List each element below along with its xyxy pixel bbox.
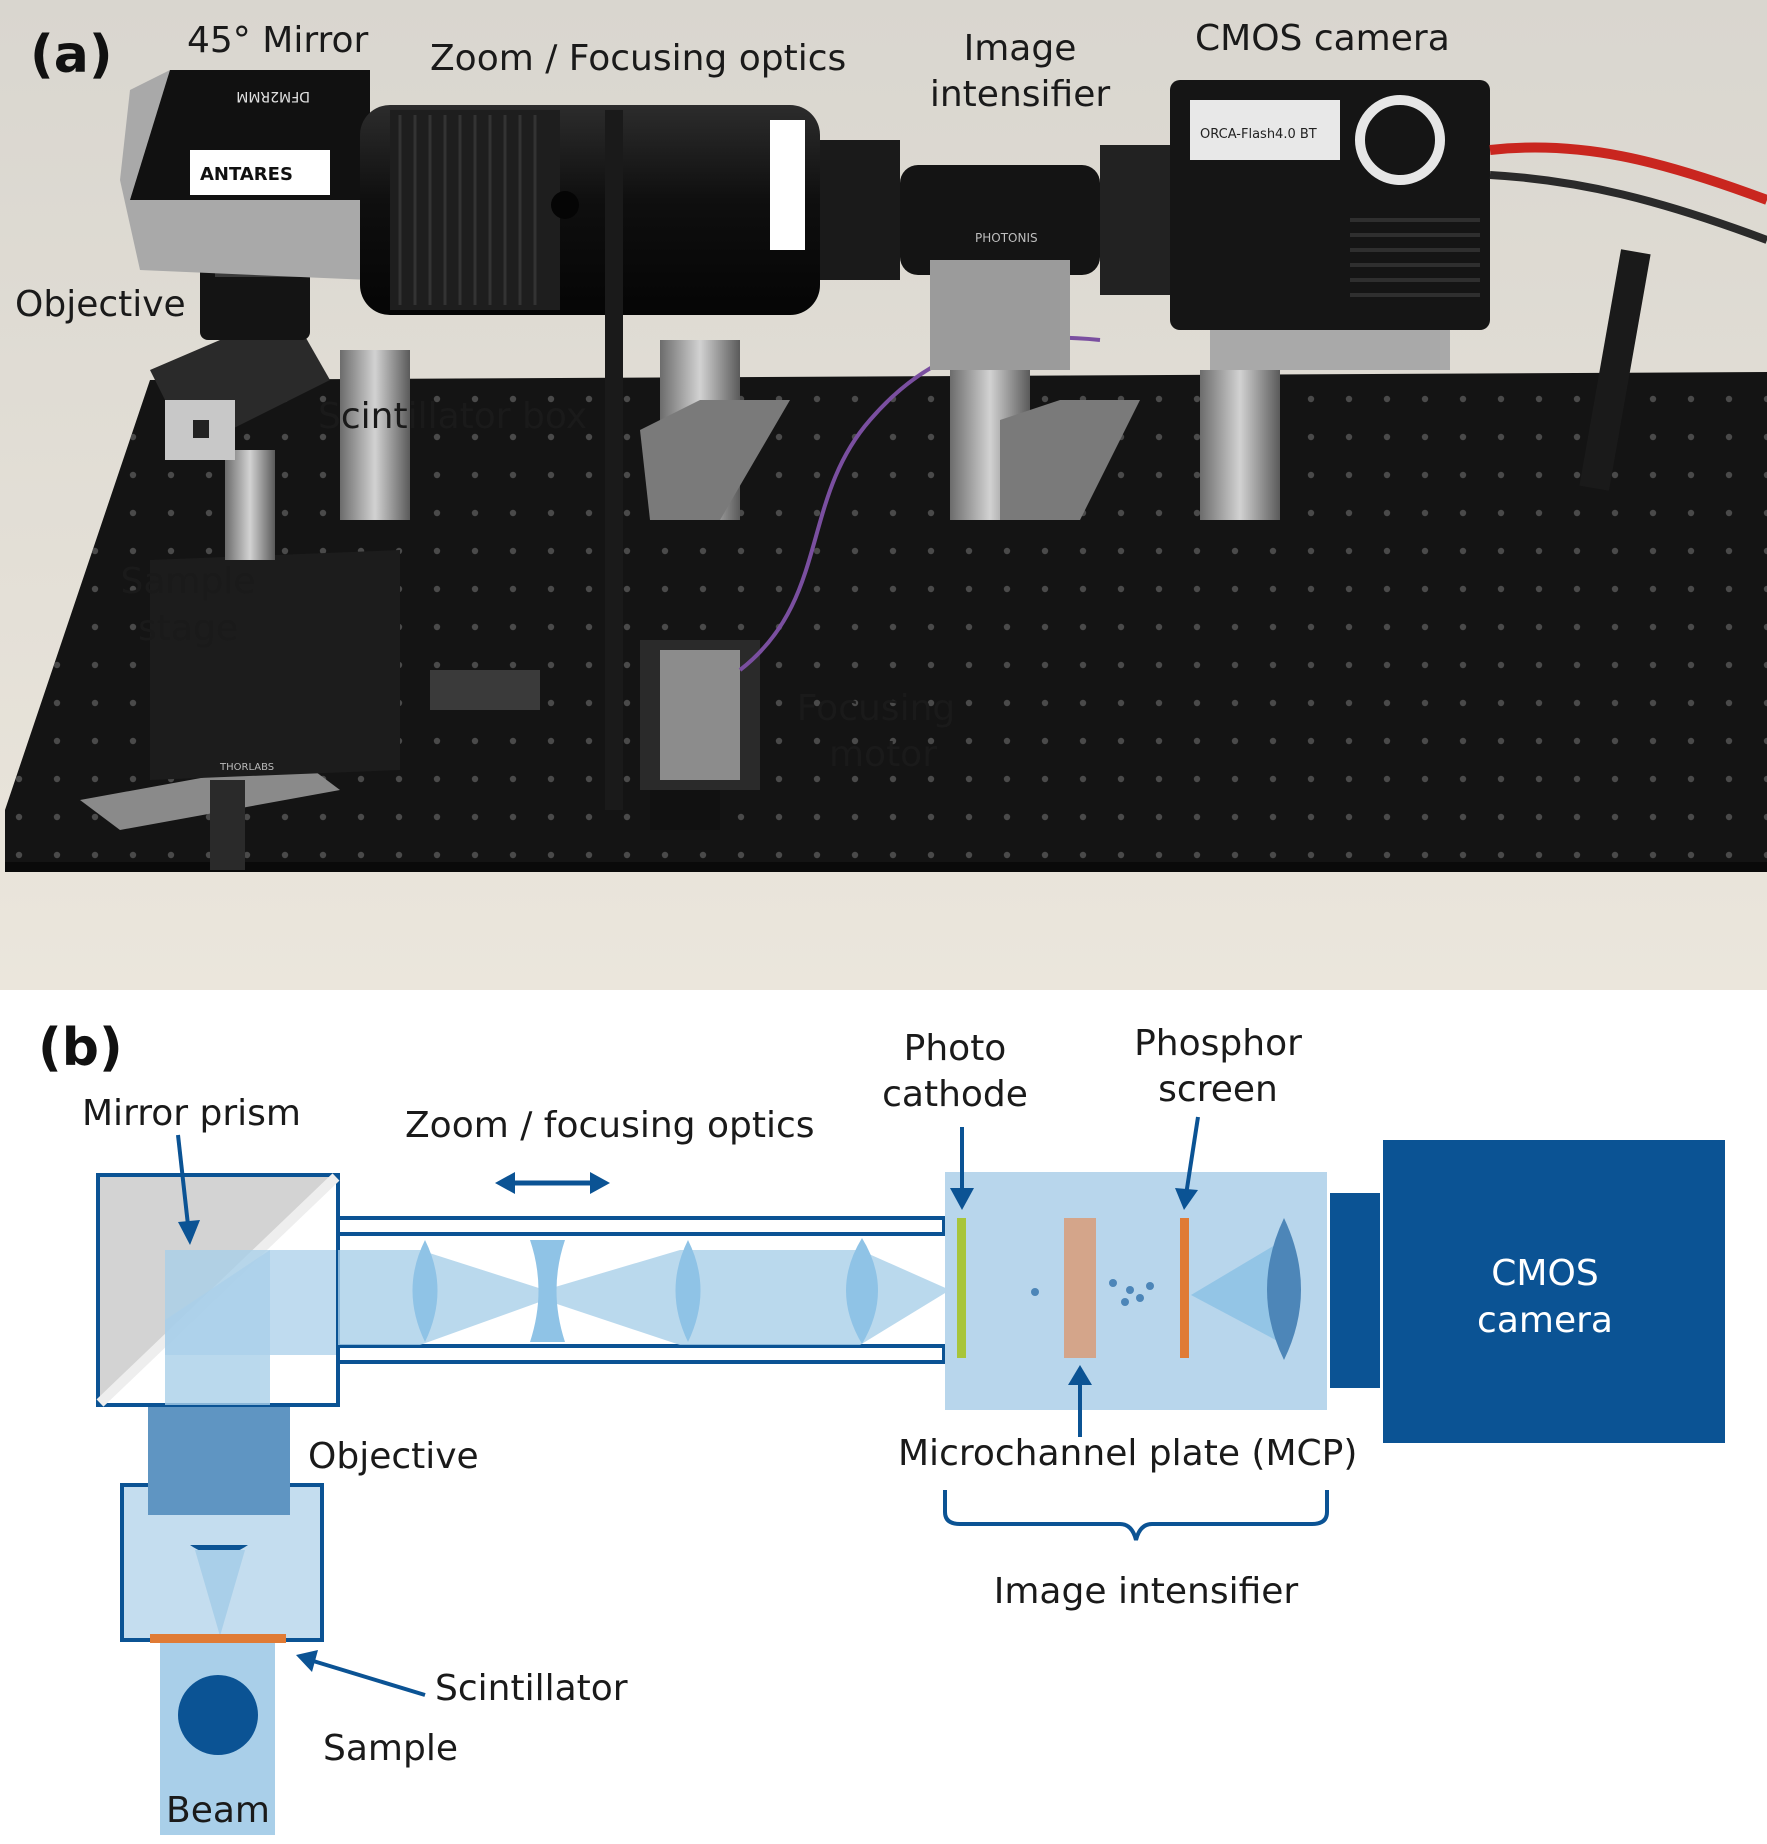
cmos-camera <box>1383 1140 1725 1443</box>
label-beam: Beam <box>166 1790 270 1831</box>
breadboard-holes <box>5 372 1767 870</box>
camera-mount-plate <box>1210 330 1450 370</box>
arrow-phosphor-screen <box>1184 1116 1200 1196</box>
panel-a-photo: THORLABS DFM2RMM ANTARES <box>0 0 1767 990</box>
intensifier-brace <box>943 1490 1329 1541</box>
arrowheads <box>178 1188 1198 1672</box>
label-scintillator-box: Scintillator box <box>318 396 587 437</box>
motor-mount <box>650 790 720 830</box>
label-cmos-camera: CMOS camera <box>1195 18 1450 59</box>
mirror-brand-text: ANTARES <box>200 164 293 185</box>
optic-posts <box>80 249 1651 830</box>
clamp-1 <box>640 400 790 520</box>
breadboard-edge <box>5 862 1767 872</box>
label-objective-photo: Objective <box>15 284 186 325</box>
photo-cathode <box>957 1218 966 1358</box>
zoom-lens-1 <box>412 1240 438 1342</box>
stage-brand-text: THORLABS <box>219 762 274 773</box>
relay-lens <box>1267 1218 1301 1360</box>
label-sample-stage-line1: Sample <box>121 561 256 602</box>
focus-belt <box>605 110 623 810</box>
scintillator-window <box>193 420 209 438</box>
label-sample: Sample <box>323 1728 458 1769</box>
sample-stage: THORLABS <box>150 450 540 870</box>
camera-vents <box>1350 218 1480 297</box>
panel-a-label: (a) <box>30 25 113 85</box>
zoom-tube-top-wall <box>336 1216 946 1236</box>
zoom-brand-sticker <box>770 120 805 250</box>
label-cmos-line1: CMOS <box>1491 1253 1598 1294</box>
label-zoom-focusing-optics: Zoom / Focusing optics <box>430 38 846 79</box>
label-image-intensifier-line1: Image <box>964 28 1077 69</box>
objective-body-schematic <box>148 1405 290 1515</box>
image-intensifier: PHOTONIS <box>900 145 1170 370</box>
zoom-lens-mount <box>820 140 900 280</box>
mirror-brand-sticker <box>190 150 330 195</box>
stage-micrometer <box>430 670 540 710</box>
scintillator-layer <box>150 1634 286 1643</box>
cmos-camera-photo: ORCA-Flash4.0 BT <box>1170 80 1767 370</box>
zoom-lens-2 <box>530 1240 565 1342</box>
label-cmos-line2: camera <box>1477 1300 1613 1341</box>
post-4 <box>1200 370 1280 520</box>
zoom-tube-bottom-wall <box>336 1344 946 1364</box>
zoom-beam-path <box>338 1250 950 1345</box>
label-image-intensifier-line2: intensifier <box>930 74 1110 115</box>
label-focusing-motor-line1: Focusing <box>797 688 955 729</box>
panel-b-schematic: (b) <box>38 1018 1725 1835</box>
sample-disc <box>178 1675 258 1755</box>
clamp-2 <box>1000 400 1140 520</box>
post-1 <box>340 350 410 520</box>
camera-logo <box>1355 95 1445 185</box>
pointer-arrows <box>176 1116 1200 1697</box>
stage-knob <box>210 780 245 870</box>
label-photo-cathode-line2: cathode <box>882 1074 1028 1115</box>
zoom-lens-3 <box>675 1240 701 1342</box>
intensifier-brand-text: PHOTONIS <box>975 231 1038 245</box>
panel-b-label: (b) <box>38 1018 123 1078</box>
mirror-mount-text: DFM2RMM <box>236 88 310 104</box>
mirror-cube: DFM2RMM ANTARES <box>120 70 370 280</box>
label-phosphor-screen-line1: Phosphor <box>1134 1023 1302 1064</box>
arrow-mirror-prism <box>176 1134 190 1226</box>
intensifier-coupler <box>1100 145 1170 295</box>
camera-cable-red <box>1489 142 1767 205</box>
cable-post <box>1579 249 1651 491</box>
label-focusing-motor-line2: motor <box>829 734 937 775</box>
label-sample-stage-line2: stage <box>138 608 238 649</box>
mcp-plate <box>1064 1218 1096 1358</box>
label-mirror-prism: Mirror prism <box>82 1093 301 1134</box>
stage-post <box>225 450 275 560</box>
scintillator-box <box>150 310 330 460</box>
motor-face <box>660 650 740 780</box>
zoom-lens-4 <box>846 1238 878 1344</box>
camera-model-text: ORCA-Flash4.0 BT <box>1200 127 1317 142</box>
stage-block <box>150 550 400 780</box>
electron-dots <box>1031 1279 1154 1306</box>
label-image-intensifier-b: Image intensifier <box>994 1571 1299 1612</box>
objective-light-cone <box>195 1550 245 1636</box>
label-scintillator: Scintillator <box>435 1668 628 1709</box>
label-45-mirror: 45° Mirror <box>187 20 369 61</box>
label-photo-cathode-line1: Photo <box>904 1028 1007 1069</box>
label-mcp: Microchannel plate (MCP) <box>898 1433 1357 1474</box>
camera-label <box>1190 100 1340 160</box>
zoom-ring-grip <box>398 115 537 305</box>
zoom-double-arrow <box>495 1172 610 1194</box>
label-phosphor-screen-line2: screen <box>1158 1069 1278 1110</box>
intensifier-mount <box>930 260 1070 370</box>
camera-cable-black <box>1489 171 1767 244</box>
label-zoom-focusing-optics-b: Zoom / focusing optics <box>405 1105 815 1146</box>
arrow-scintillator <box>309 1658 426 1697</box>
phosphor-screen <box>1180 1218 1189 1358</box>
zoom-lens <box>360 105 900 810</box>
beam-in-prism-horizontal <box>165 1250 336 1355</box>
camera-adapter <box>1330 1193 1380 1388</box>
zoom-lens-button <box>551 191 579 219</box>
label-objective-schematic: Objective <box>308 1436 479 1477</box>
phosphor-light-cone <box>1191 1245 1285 1345</box>
intensifier-body <box>900 165 1100 275</box>
